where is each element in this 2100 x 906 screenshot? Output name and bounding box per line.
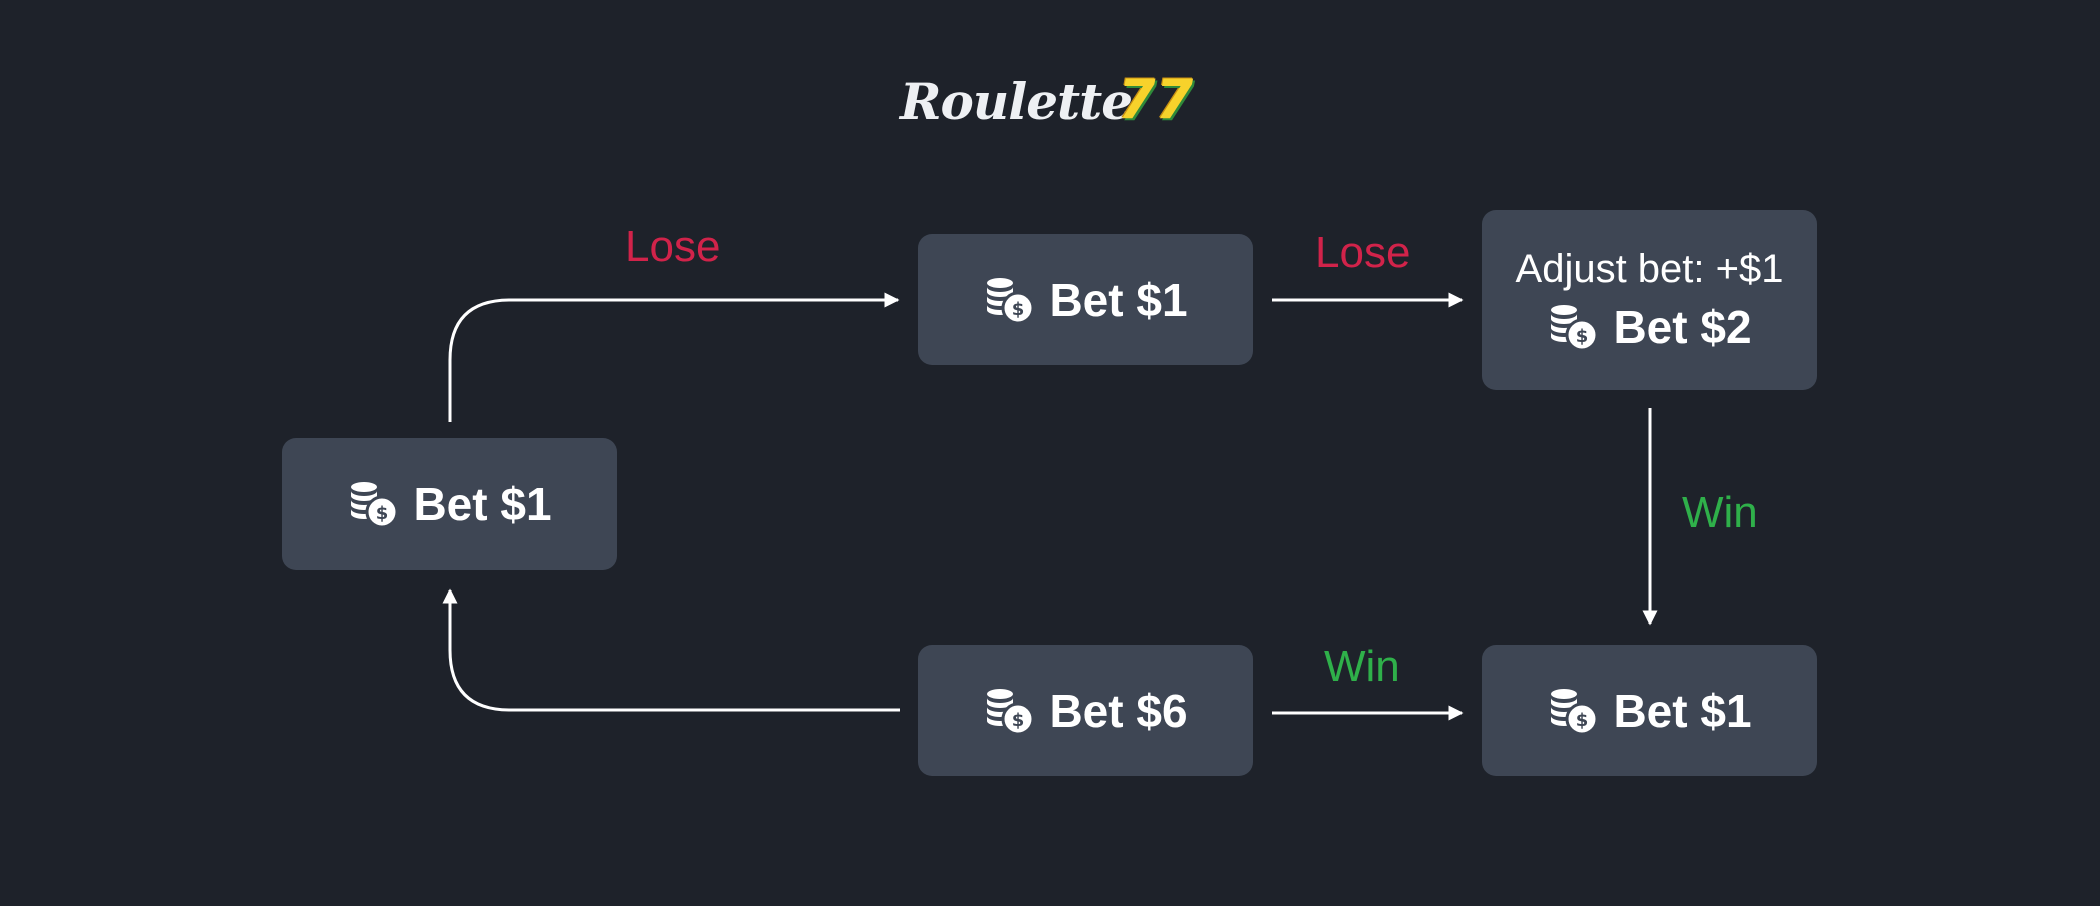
roulette77-logo: Roulette 77 — [900, 68, 1200, 140]
bet-amount: Bet $6 — [1049, 684, 1188, 737]
node-after-win-2: $ Bet $6 — [918, 645, 1253, 776]
node-after-lose-2: Adjust bet: +$1 $ Bet $2 — [1482, 210, 1817, 390]
bet-amount: Bet $1 — [1613, 684, 1752, 737]
coins-dollar-icon: $ — [1551, 304, 1599, 351]
svg-text:$: $ — [1576, 710, 1589, 731]
coins-dollar-icon: $ — [351, 482, 399, 529]
svg-text:$: $ — [376, 503, 389, 524]
coins-dollar-icon: $ — [1551, 688, 1599, 735]
arrow-start-to-bet1 — [448, 292, 900, 422]
arrow-bet6-to-start — [442, 588, 900, 712]
bet-amount: Bet $2 — [1613, 300, 1752, 353]
bet-amount: Bet $1 — [413, 478, 552, 530]
svg-text:$: $ — [1012, 710, 1025, 731]
coins-dollar-icon: $ — [987, 277, 1035, 324]
coins-dollar-icon: $ — [987, 688, 1035, 735]
svg-text:$: $ — [1576, 326, 1589, 347]
edge-label-lose-1: Lose — [625, 222, 721, 271]
edge-label-lose-2: Lose — [1315, 228, 1411, 277]
edge-label-win-1: Win — [1682, 488, 1758, 537]
adjust-bet-note: Adjust bet: +$1 — [1515, 246, 1784, 291]
logo-wordmark: Roulette — [900, 72, 1133, 131]
node-start-bet: $ Bet $1 — [282, 438, 617, 570]
bet-amount: Bet $1 — [1049, 273, 1188, 326]
edge-label-win-2: Win — [1324, 642, 1400, 691]
svg-text:$: $ — [1012, 299, 1025, 320]
node-after-lose-1: $ Bet $1 — [918, 234, 1253, 365]
node-after-win-1: $ Bet $1 — [1482, 645, 1817, 776]
logo-number: 77 — [1118, 68, 1194, 131]
